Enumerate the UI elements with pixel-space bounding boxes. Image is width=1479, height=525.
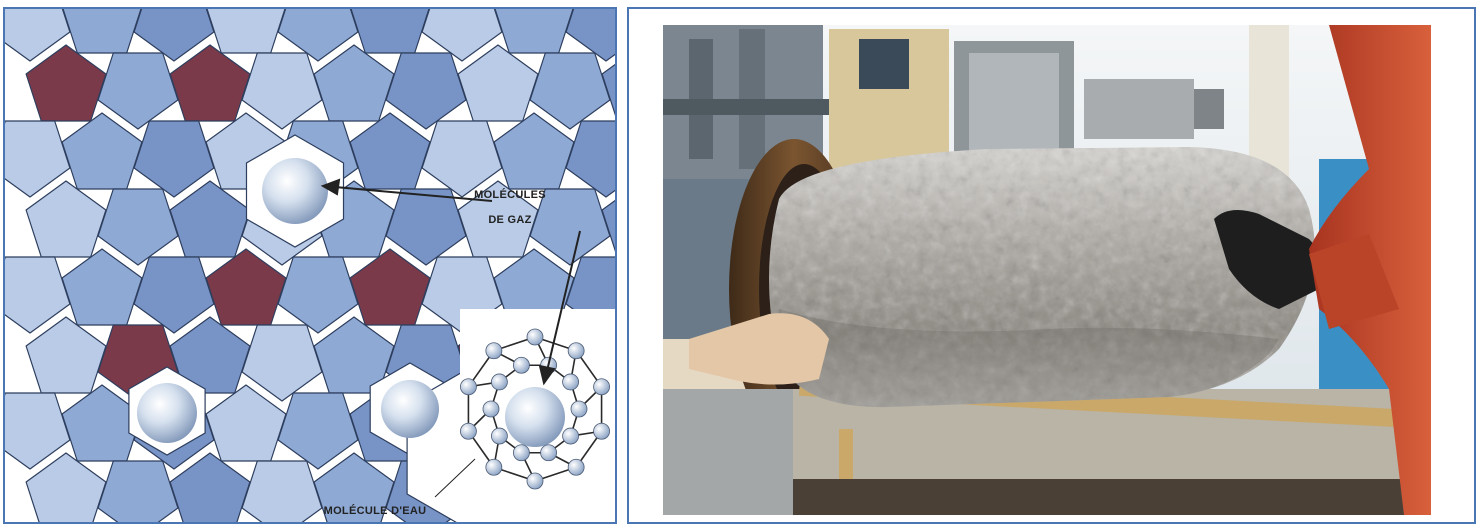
water-molecule xyxy=(568,459,584,475)
water-molecule xyxy=(486,459,502,475)
cage-face xyxy=(242,325,322,401)
pipeline-hydrate-photo xyxy=(629,9,1474,522)
cage-face xyxy=(566,121,615,197)
water-molecule xyxy=(460,423,476,439)
cage-face xyxy=(278,257,358,333)
cage-face xyxy=(206,249,286,325)
water-molecule xyxy=(513,357,529,373)
water-molecule xyxy=(491,428,507,444)
water-molecule xyxy=(568,343,584,359)
gas-molecule-in-cage xyxy=(505,387,565,447)
water-molecule xyxy=(486,343,502,359)
cage-face xyxy=(530,53,610,129)
cage-face xyxy=(494,113,574,189)
cage-face xyxy=(134,257,214,333)
cage-face xyxy=(350,113,430,189)
cage-face xyxy=(170,181,250,257)
water-molecule-label: MOLÉCULE D'EAU xyxy=(324,504,427,517)
cage-face xyxy=(314,45,394,121)
cage-face xyxy=(26,181,106,257)
cage-face xyxy=(458,45,538,121)
water-molecule xyxy=(483,401,499,417)
gas-molecule-top xyxy=(262,158,328,224)
water-molecule xyxy=(527,329,543,345)
cage-face xyxy=(386,189,466,265)
cage-face xyxy=(170,45,250,121)
cage-face xyxy=(242,53,322,129)
cage-face xyxy=(98,461,178,522)
cage-face xyxy=(62,249,142,325)
cage-face xyxy=(242,461,322,522)
water-molecule xyxy=(460,379,476,395)
cage-face xyxy=(62,9,142,53)
cage-face xyxy=(134,121,214,197)
water-molecule xyxy=(571,401,587,417)
cage-face xyxy=(278,393,358,469)
water-molecule xyxy=(491,374,507,390)
control-box xyxy=(859,39,909,89)
cage-face xyxy=(494,9,574,53)
water-molecule xyxy=(594,379,610,395)
cage-face xyxy=(386,53,466,129)
water-molecule xyxy=(594,423,610,439)
water-molecule xyxy=(563,428,579,444)
water-molecule xyxy=(541,445,557,461)
cage-face xyxy=(62,113,142,189)
cage-face xyxy=(206,385,286,461)
actuator xyxy=(1084,79,1194,139)
cage-face xyxy=(350,249,430,325)
gas-label-line1: MOLÉCULES xyxy=(474,188,546,201)
water-molecule xyxy=(563,374,579,390)
hydrate-structure-diagram: MOLÉCULES DE GAZ MOLÉCULE D'EAU xyxy=(3,7,617,524)
water-molecule xyxy=(527,473,543,489)
gas-molecule-center xyxy=(381,380,439,438)
gas-molecule-left xyxy=(137,383,197,443)
clathrate-cage-illustration: MOLÉCULES DE GAZ MOLÉCULE D'EAU xyxy=(5,9,615,522)
water-molecule xyxy=(513,445,529,461)
cage-face xyxy=(26,317,106,393)
cage-face xyxy=(422,121,502,197)
cage-face xyxy=(98,53,178,129)
hydrate-plug-photo xyxy=(627,7,1476,524)
cage-face xyxy=(206,9,286,53)
cage-face xyxy=(98,189,178,265)
gas-label-line2: DE GAZ xyxy=(488,214,531,226)
cage-face xyxy=(26,45,106,121)
cage-face xyxy=(350,9,430,53)
